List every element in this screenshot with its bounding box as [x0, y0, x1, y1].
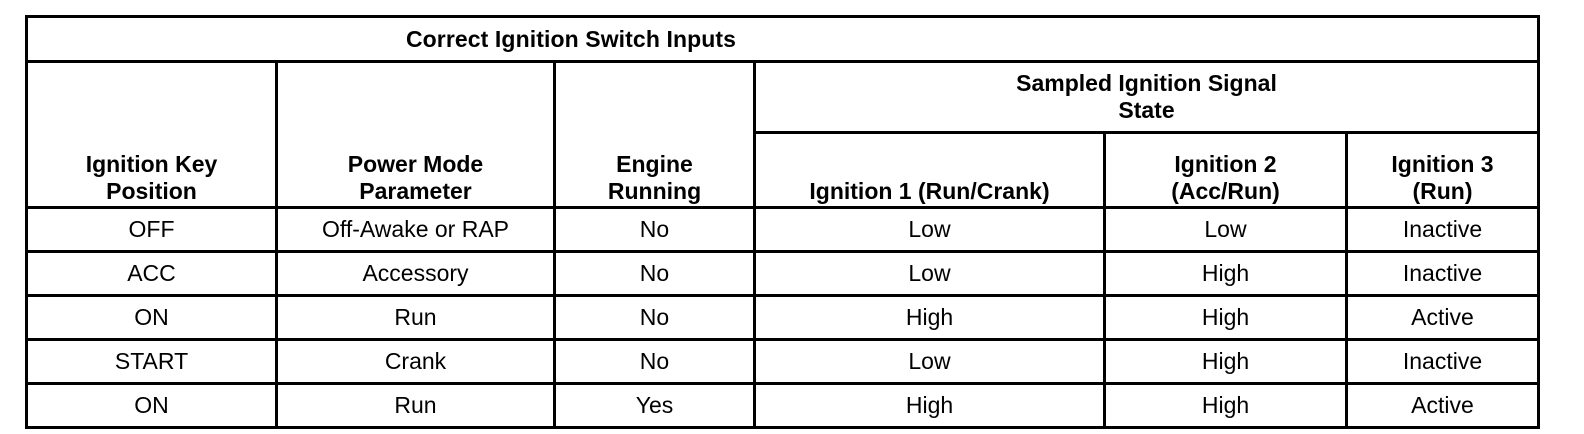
cell-ignition-2: Low: [1103, 206, 1348, 253]
header-ignition-1: Ignition 1 (Run/Crank): [753, 131, 1106, 209]
header-power-mode-parameter-line1: Power Mode: [347, 150, 484, 177]
cell-power-mode: Crank: [275, 338, 556, 385]
cell-ignition-1: High: [753, 294, 1106, 341]
cell-key-position: ACC: [25, 250, 278, 297]
cell-ignition-1: Low: [753, 338, 1106, 385]
header-engine-running: Engine Running: [553, 60, 756, 209]
table-row: ON Run No High High Active: [25, 294, 1540, 341]
cell-ignition-3: Inactive: [1345, 250, 1540, 297]
header-sampled-ignition-signal-state: Sampled Ignition Signal State: [753, 60, 1540, 134]
table-title-text: Correct Ignition Switch Inputs: [405, 25, 737, 52]
cell-ignition-1: High: [753, 382, 1106, 429]
cell-ignition-1: Low: [753, 206, 1106, 253]
cell-power-mode: Run: [275, 382, 556, 429]
cell-key-position: OFF: [25, 206, 278, 253]
cell-ignition-3: Inactive: [1345, 206, 1540, 253]
table-header-row-secondary: Ignition 1 (Run/Crank) Ignition 2 (Acc/R…: [27, 131, 1540, 209]
header-group-line1: Sampled Ignition Signal: [1016, 69, 1277, 96]
header-ignition-key-position-line2: Position: [106, 178, 197, 205]
cell-engine-running: No: [553, 338, 756, 385]
cell-ignition-2: High: [1103, 338, 1348, 385]
header-ignition-1-line1: Ignition 1 (Run/Crank): [809, 178, 1050, 205]
table-title-row: Correct Ignition Switch Inputs: [25, 15, 1540, 63]
header-ignition-key-position-line1: Ignition Key: [85, 150, 218, 177]
cell-ignition-3: Active: [1345, 382, 1540, 429]
cell-engine-running: Yes: [553, 382, 756, 429]
header-power-mode-parameter: Power Mode Parameter: [275, 60, 556, 209]
header-ignition-3-line1: Ignition 3: [1391, 150, 1494, 177]
cell-ignition-2: High: [1103, 294, 1348, 341]
cell-ignition-3: Inactive: [1345, 338, 1540, 385]
cell-key-position: START: [25, 338, 278, 385]
header-power-mode-parameter-line2: Parameter: [359, 178, 472, 205]
cell-key-position: ON: [25, 294, 278, 341]
cell-ignition-2: High: [1103, 250, 1348, 297]
cell-ignition-2: High: [1103, 382, 1348, 429]
header-ignition-2: Ignition 2 (Acc/Run): [1103, 131, 1348, 209]
cell-power-mode: Accessory: [275, 250, 556, 297]
header-engine-running-line1: Engine: [616, 150, 693, 177]
header-ignition-3-line2: (Run): [1412, 178, 1473, 205]
header-ignition-key-position: Ignition Key Position: [25, 60, 278, 209]
ignition-switch-inputs-table: Correct Ignition Switch Inputs Ignition …: [25, 15, 1540, 429]
table-row: START Crank No Low High Inactive: [25, 338, 1540, 385]
cell-engine-running: No: [553, 250, 756, 297]
cell-ignition-1: Low: [753, 250, 1106, 297]
table-title-cell: Correct Ignition Switch Inputs: [25, 15, 1540, 63]
table-row: ACC Accessory No Low High Inactive: [25, 250, 1540, 297]
table-row: ON Run Yes High High Active: [25, 382, 1540, 429]
header-engine-running-line2: Running: [607, 178, 702, 205]
cell-engine-running: No: [553, 294, 756, 341]
header-group-line2: State: [1118, 97, 1175, 123]
cell-power-mode: Off-Awake or RAP: [275, 206, 556, 253]
cell-ignition-3: Active: [1345, 294, 1540, 341]
header-ignition-2-line1: Ignition 2: [1174, 150, 1277, 177]
cell-engine-running: No: [553, 206, 756, 253]
table-header-row-primary: Ignition Key Position Power Mode Paramet…: [25, 60, 1540, 209]
header-ignition-2-line2: (Acc/Run): [1171, 178, 1280, 205]
header-ignition-3: Ignition 3 (Run): [1345, 131, 1540, 209]
cell-key-position: ON: [25, 382, 278, 429]
table-row: OFF Off-Awake or RAP No Low Low Inactive: [25, 206, 1540, 253]
cell-power-mode: Run: [275, 294, 556, 341]
